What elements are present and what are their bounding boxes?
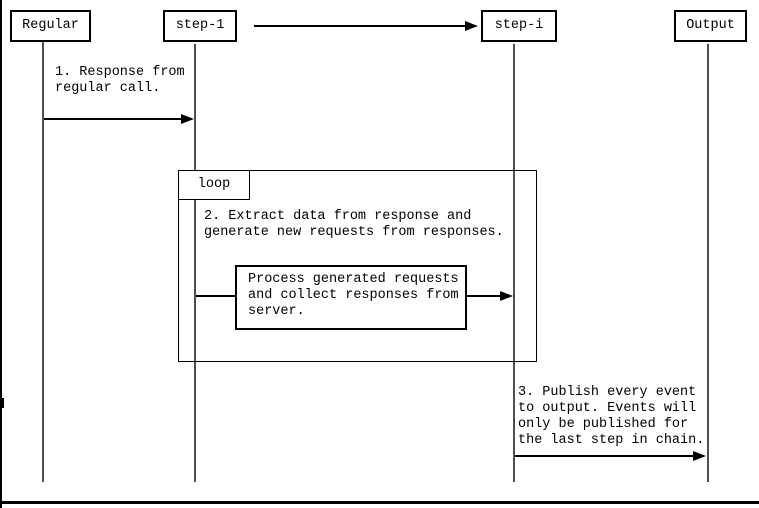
process-arrowhead-icon	[500, 291, 513, 301]
participant-regular: Regular	[10, 10, 91, 42]
process-connector-line	[196, 295, 235, 297]
participant-output: Output	[674, 10, 747, 42]
loop-fragment-label: loop	[197, 177, 231, 192]
participant-output-label: Output	[686, 18, 735, 33]
lifeline-step-i	[513, 44, 515, 482]
lifeline-output	[707, 44, 709, 482]
frame-bottom-border	[0, 501, 759, 504]
message-2-label: 2. Extract data from response and genera…	[204, 209, 504, 240]
process-note-text: Process generated requests and collect r…	[248, 272, 459, 319]
participant-step-i: step-i	[481, 10, 557, 42]
participant-step-1: step-1	[163, 10, 237, 42]
chain-arrow-line	[254, 25, 467, 27]
process-note-box: Process generated requests and collect r…	[235, 265, 467, 330]
message-3-line	[515, 455, 695, 457]
message-3-arrowhead-icon	[693, 451, 706, 461]
lifeline-step-1	[194, 44, 196, 482]
process-arrow-line	[467, 295, 501, 297]
loop-fragment-label-box: loop	[178, 170, 250, 200]
frame-left-border	[0, 0, 2, 508]
chain-arrowhead-icon	[465, 21, 478, 31]
message-1-label: 1. Response from regular call.	[55, 65, 185, 96]
lifeline-regular	[42, 42, 44, 482]
loop-fragment-frame	[178, 170, 537, 362]
message-1-arrowhead-icon	[181, 114, 194, 124]
message-3-label: 3. Publish every event to output. Events…	[518, 385, 705, 448]
participant-step-1-label: step-1	[175, 18, 225, 33]
participant-regular-label: Regular	[22, 18, 79, 33]
participant-step-i-label: step-i	[494, 18, 544, 33]
frame-left-notch	[0, 398, 4, 408]
message-1-line	[44, 118, 183, 120]
